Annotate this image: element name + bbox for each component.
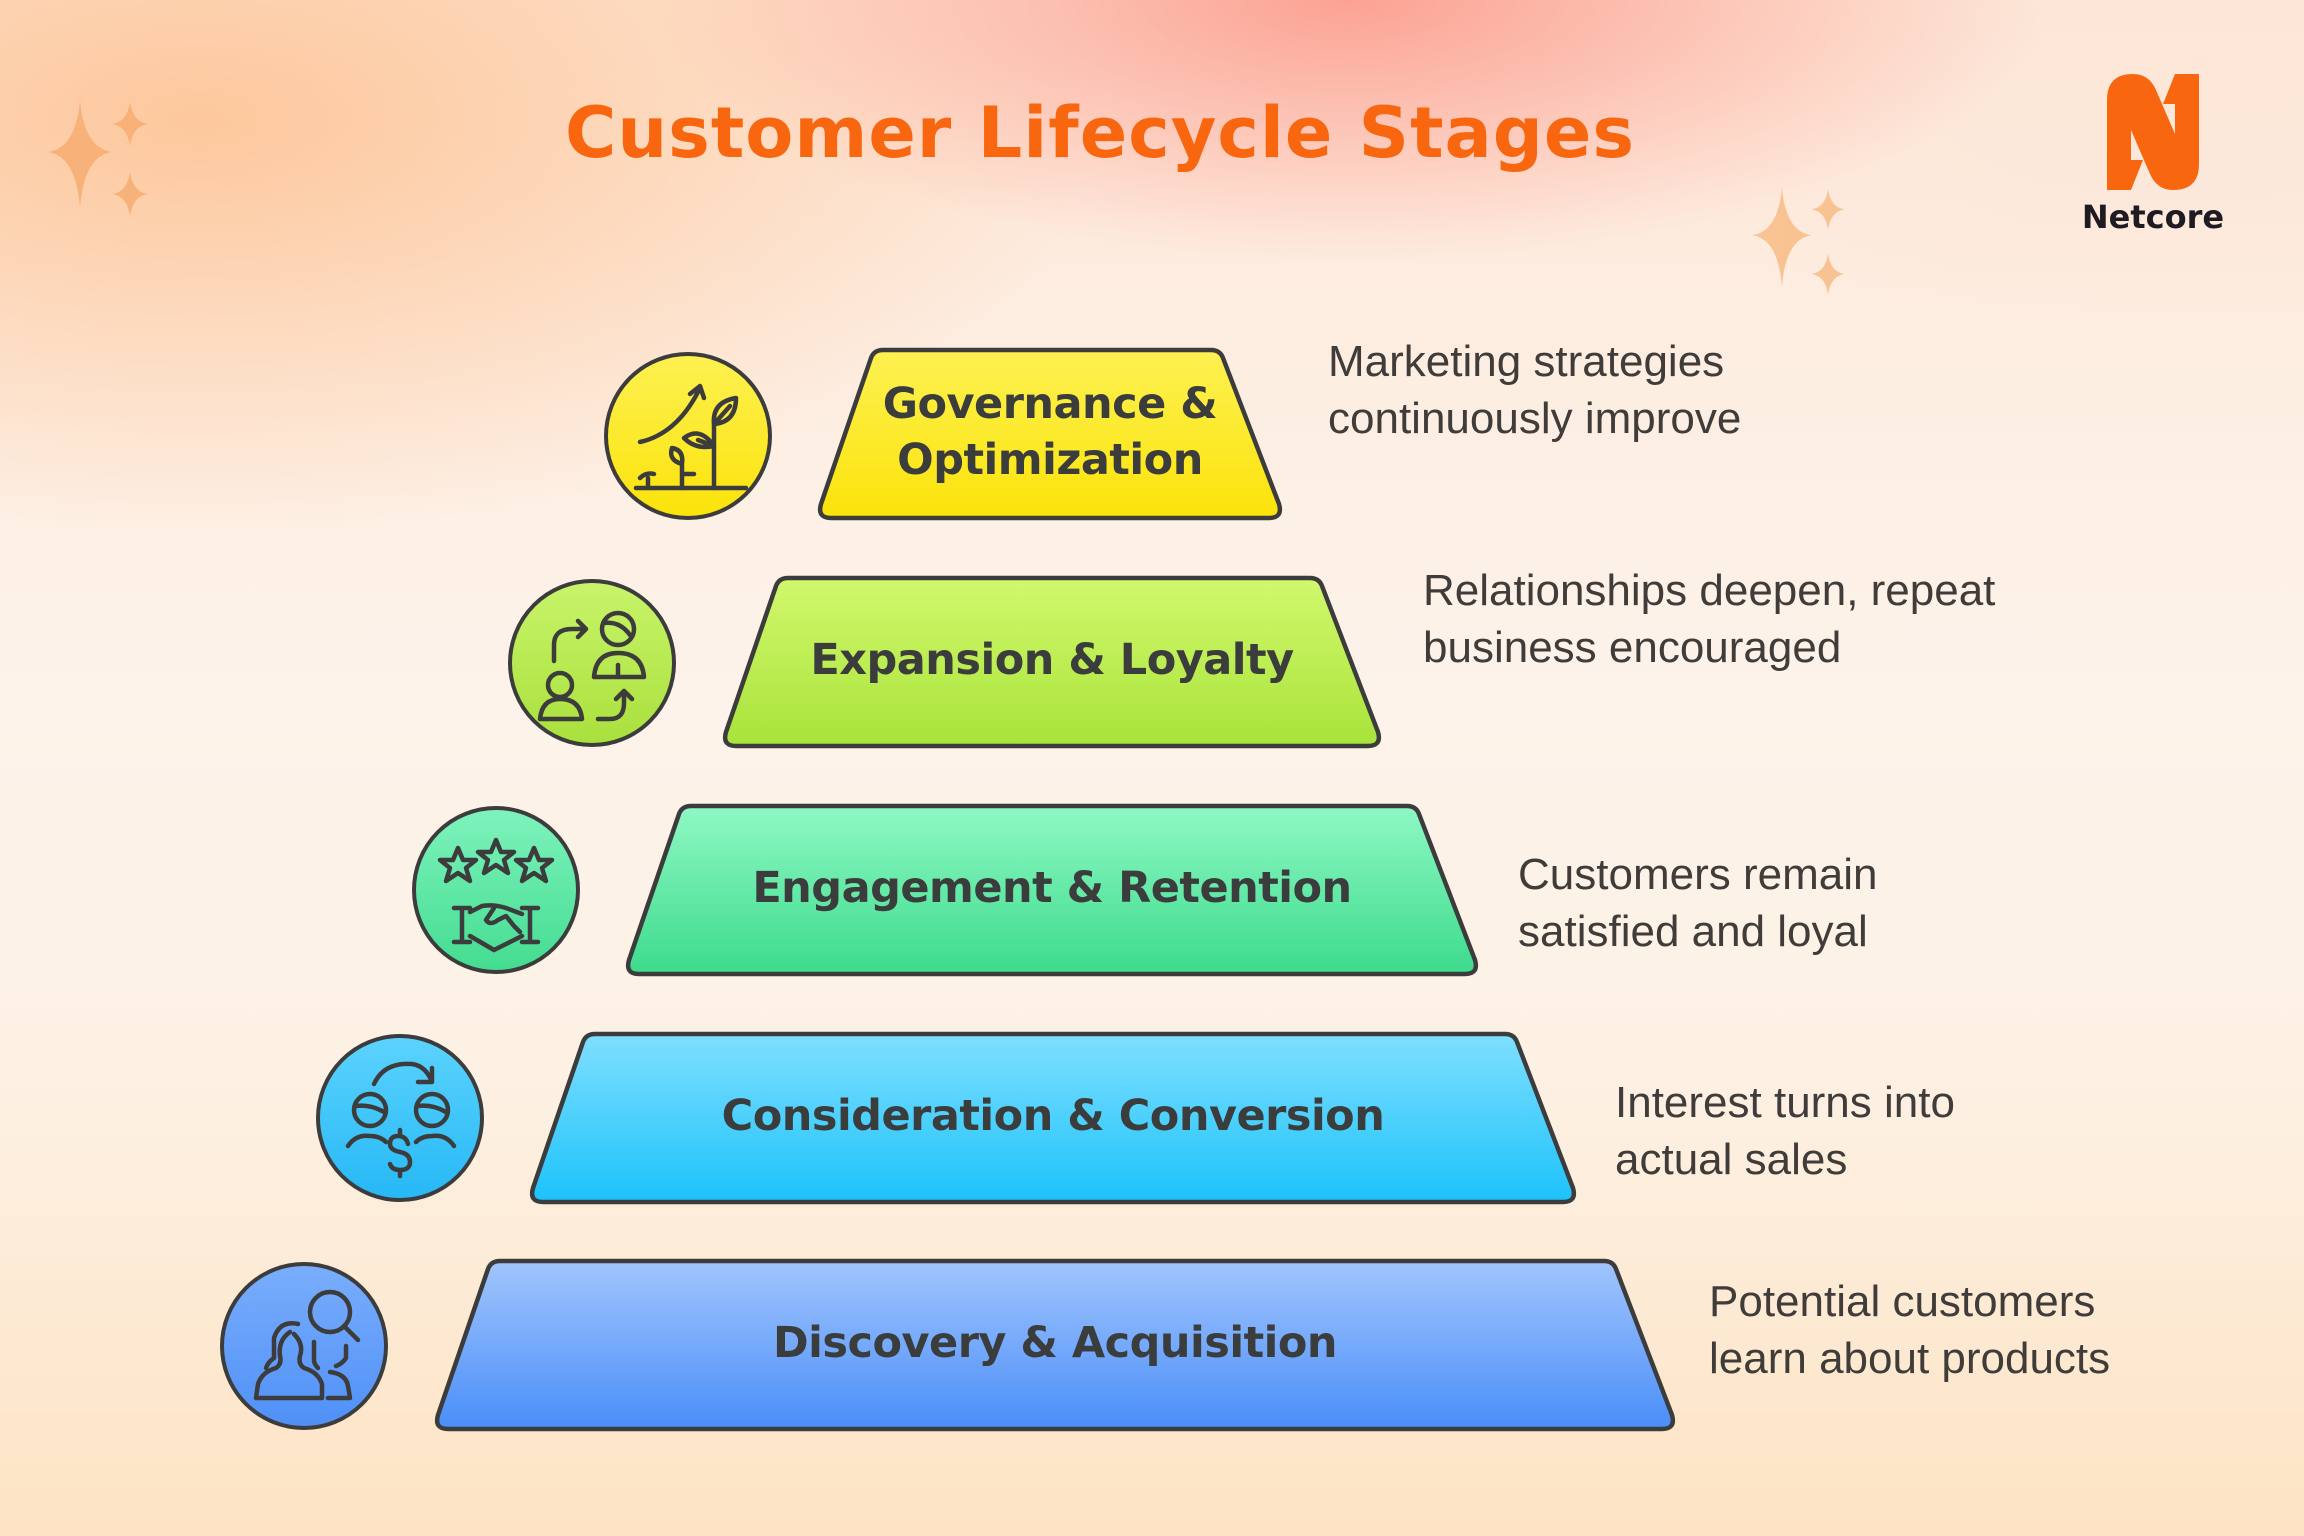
customer-referral-icon (508, 579, 676, 747)
stage-shape-governance[interactable] (815, 346, 1285, 524)
stage-label: Governance & Optimization (882, 379, 1218, 485)
sparkle-icon (1811, 189, 1845, 230)
stage-shape-discovery[interactable] (432, 1257, 1678, 1435)
stage-label: Discovery & Acquisition (772, 1318, 1338, 1369)
sparkle-icon-cluster-right (1752, 187, 1845, 295)
stage-description: Marketing strategies continuously improv… (1328, 337, 1742, 443)
stage-description: Customers remain satisfied and loyal (1518, 850, 1878, 956)
stage-description: Potential customers learn about products (1709, 1277, 2111, 1383)
sparkle-icon (112, 102, 148, 146)
sparkle-icon (48, 100, 112, 208)
stage-shape-expansion[interactable] (720, 574, 1384, 752)
stage-label: Engagement & Retention (752, 863, 1352, 914)
netcore-n-logo-icon (2107, 74, 2199, 190)
handshake-stars-icon (412, 806, 580, 974)
stage-description: Interest turns into actual sales (1615, 1078, 1955, 1184)
stage-label: Expansion & Loyalty (810, 635, 1294, 686)
sparkle-icon-cluster-left (48, 100, 148, 216)
growth-plant-icon (604, 352, 772, 520)
stage-shape-engagement[interactable] (623, 802, 1481, 980)
stage-label: Consideration & Conversion (721, 1091, 1385, 1142)
brand-name: Netcore (2081, 198, 2225, 236)
sparkle-icon (1811, 253, 1845, 295)
stage-description: Relationships deepen, repeat business en… (1423, 566, 1996, 672)
customer-payment-exchange-icon (316, 1034, 484, 1202)
page-title: Customer Lifecycle Stages (564, 92, 1636, 174)
people-search-icon (220, 1262, 388, 1430)
stage-shape-consideration[interactable] (527, 1030, 1579, 1208)
sparkle-icon (112, 172, 148, 216)
brand-logo[interactable]: Netcore (2078, 70, 2228, 236)
sparkle-icon (1752, 187, 1812, 287)
